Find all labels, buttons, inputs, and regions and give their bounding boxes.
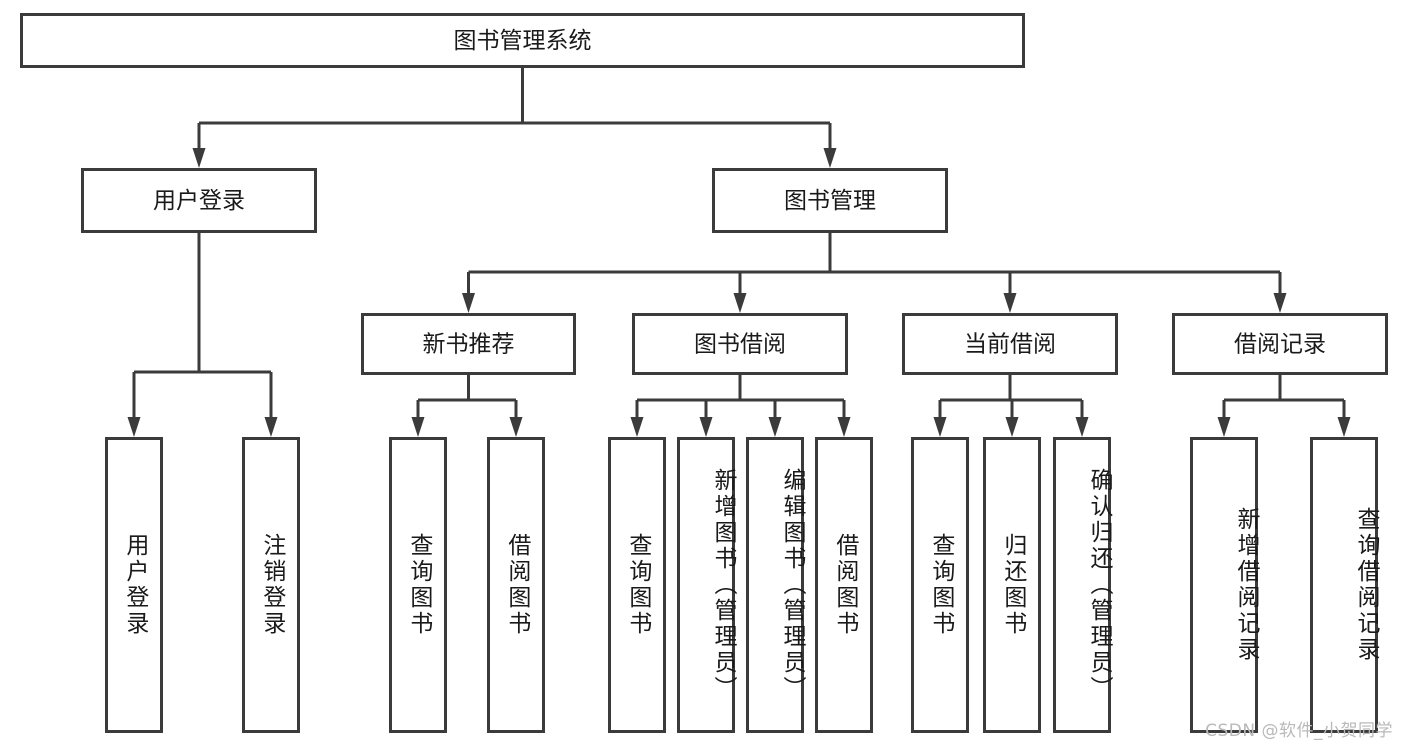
connectors-layer <box>127 68 1351 437</box>
arrow-head-icon <box>823 148 837 168</box>
node-box <box>105 437 163 733</box>
node-label: 用户登录 <box>153 188 245 214</box>
arrow-head-icon <box>462 293 475 313</box>
node-root[interactable]: 图书管理系统 <box>20 13 1025 68</box>
node-box <box>746 437 804 733</box>
arrow-head-icon <box>630 417 644 437</box>
node-box <box>712 168 948 233</box>
arrow-head-icon <box>1217 417 1231 437</box>
node-box <box>487 437 545 733</box>
edge-group-user-login <box>127 233 278 437</box>
node-label: 当前借阅 <box>964 332 1056 358</box>
node-box <box>389 437 447 733</box>
arrow-head-icon <box>1003 293 1017 313</box>
arrow-head-icon <box>933 417 947 437</box>
node-borrow-record[interactable]: 借阅记录 <box>1172 313 1388 375</box>
node-box <box>361 313 576 375</box>
node-label: 借阅记录 <box>1234 332 1326 358</box>
node-leaf-add-book-admin[interactable] <box>677 437 735 733</box>
node-leaf-add-borrow-record[interactable] <box>1190 437 1258 733</box>
node-box <box>81 168 317 233</box>
edge-group-book-borrow <box>630 375 851 437</box>
node-leaf-borrow-book-recommend[interactable] <box>487 437 545 733</box>
node-current-borrow[interactable]: 当前借阅 <box>902 313 1118 375</box>
arrow-head-icon <box>1273 293 1287 313</box>
node-box <box>20 13 1025 68</box>
node-box <box>815 437 873 733</box>
arrow-head-icon <box>733 293 747 313</box>
node-label: 图书管理 <box>784 188 876 214</box>
arrow-head-icon <box>509 417 523 437</box>
arrow-head-icon <box>127 417 141 437</box>
node-box <box>608 437 666 733</box>
node-label: 图书管理系统 <box>454 28 592 54</box>
arrow-head-icon <box>411 417 425 437</box>
node-box <box>632 313 848 375</box>
node-leaf-query-book-current[interactable] <box>911 437 969 733</box>
node-leaf-edit-book-admin[interactable] <box>746 437 804 733</box>
node-box <box>1172 313 1388 375</box>
node-box <box>902 313 1118 375</box>
node-leaf-query-book-borrow[interactable] <box>608 437 666 733</box>
edge-group-root <box>192 68 837 168</box>
node-book-manage[interactable]: 图书管理 <box>712 168 948 233</box>
node-leaf-query-borrow-record[interactable] <box>1310 437 1378 733</box>
node-box <box>983 437 1041 733</box>
arrow-head-icon <box>192 148 206 168</box>
node-leaf-user-login[interactable] <box>105 437 163 733</box>
arrow-head-icon <box>768 417 782 437</box>
node-leaf-user-logout[interactable] <box>242 437 300 733</box>
arrow-head-icon <box>1075 417 1089 437</box>
node-leaf-return-book[interactable] <box>983 437 1041 733</box>
edge-group-current-borrow <box>933 375 1089 437</box>
node-book-borrow[interactable]: 图书借阅 <box>632 313 848 375</box>
node-user-login[interactable]: 用户登录 <box>81 168 317 233</box>
node-box <box>1053 437 1111 733</box>
arrow-head-icon <box>1337 417 1351 437</box>
arrow-head-icon <box>264 417 278 437</box>
node-box <box>911 437 969 733</box>
node-leaf-confirm-return-admin[interactable] <box>1053 437 1111 733</box>
edge-group-borrow-record <box>1217 375 1351 437</box>
edge-group-new-book-recommend <box>411 375 523 437</box>
node-label: 新书推荐 <box>423 332 515 358</box>
arrow-head-icon <box>1005 417 1019 437</box>
node-leaf-borrow-book[interactable] <box>815 437 873 733</box>
node-leaf-query-book-recommend[interactable] <box>389 437 447 733</box>
arrow-head-icon <box>699 417 713 437</box>
node-box <box>1190 437 1258 733</box>
node-box <box>677 437 735 733</box>
edge-group-book-manage <box>462 233 1287 313</box>
node-box <box>242 437 300 733</box>
node-label: 图书借阅 <box>694 332 786 358</box>
node-new-book-recommend[interactable]: 新书推荐 <box>361 313 576 375</box>
node-box <box>1310 437 1378 733</box>
arrow-head-icon <box>837 417 851 437</box>
csdn-watermark: CSDN @软件_小贺同学 <box>1205 721 1393 741</box>
